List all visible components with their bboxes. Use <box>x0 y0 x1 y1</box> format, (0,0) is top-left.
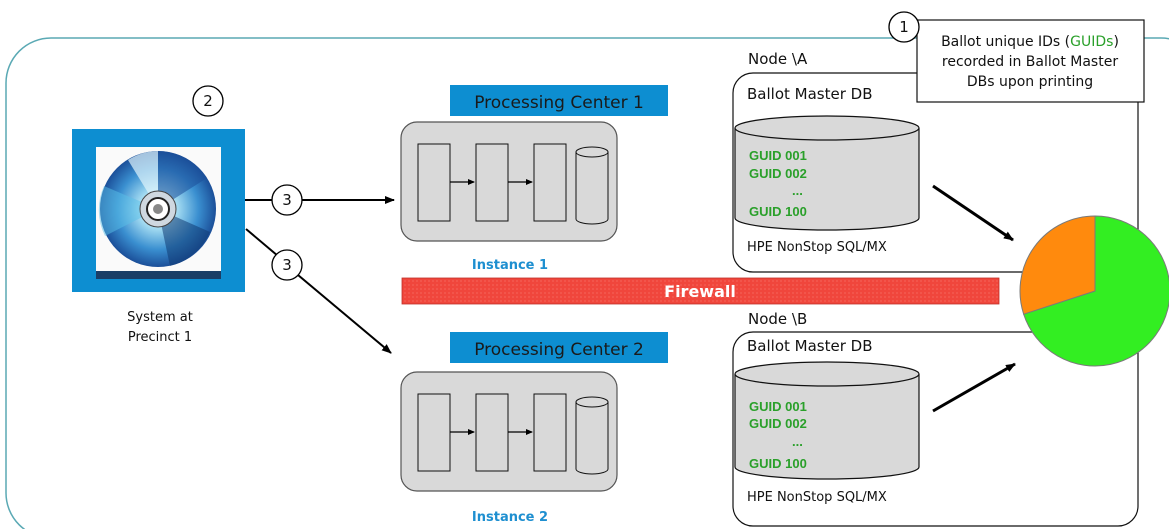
node-a-label: Node \A <box>748 50 808 68</box>
node-b-db-title: Ballot Master DB <box>747 337 872 355</box>
arrow-node-b-to-pie <box>932 362 1016 413</box>
disc-icon <box>98 151 216 267</box>
precinct-system: 2 System at Precinct 1 <box>72 85 245 345</box>
pc2-title-box <box>450 332 668 363</box>
processing-center-2: Processing Center 2 Instance 2 <box>400 332 668 525</box>
precinct-caption-line2: Precinct 1 <box>128 330 192 345</box>
callout-box <box>916 19 1145 103</box>
disc-footer-band <box>96 271 221 279</box>
node-b-guid-1: GUID 001 <box>749 399 807 414</box>
arrow-to-pc2 <box>297 274 392 354</box>
node-b-label: Node \B <box>748 310 807 328</box>
step-badge-3b <box>271 249 303 281</box>
callout-line3: DBs upon printing <box>967 74 1093 90</box>
guid-callout: 1 Ballot unique IDs (GUIDs) recorded in … <box>888 11 1145 103</box>
firewall-bar <box>401 277 1000 305</box>
step-number: 1 <box>899 18 909 36</box>
step-badge-1 <box>888 11 920 43</box>
outer-boundary <box>5 37 1169 529</box>
processing-center-1: Processing Center 1 Instance 1 <box>400 85 668 273</box>
callout-highlight: GUIDs <box>1070 34 1113 50</box>
pc1-stage-3 <box>533 143 567 222</box>
pc1-title: Processing Center 1 <box>474 93 644 113</box>
pc2-title: Processing Center 2 <box>474 340 644 360</box>
node-a-guid-2: GUID 002 <box>749 166 807 181</box>
callout-line1: Ballot unique IDs (GUIDs) <box>941 34 1119 50</box>
node-b-guid-2: GUID 002 <box>749 416 807 431</box>
step-number: 2 <box>203 92 213 110</box>
callout-line1-prefix: Ballot unique IDs ( <box>941 34 1070 50</box>
node-b-guid-ellipsis: ... <box>792 434 803 449</box>
step-badge-2 <box>192 85 224 117</box>
arrow-node-a-to-pie <box>932 184 1014 242</box>
callout-line2: recorded in Ballot Master <box>942 54 1118 70</box>
step-number: 3 <box>282 256 292 274</box>
firewall: Firewall <box>401 277 1000 305</box>
step-number: 3 <box>282 191 292 209</box>
pie-slice-2 <box>1019 215 1096 315</box>
node-b-engine: HPE NonStop SQL/MX <box>747 490 887 505</box>
arrow-to-pc2-start <box>245 228 279 257</box>
firewall-label: Firewall <box>664 282 736 301</box>
node-b: Node \B Ballot Master DB GUID 001 GUID 0… <box>732 310 1139 527</box>
step-badge-3a <box>271 184 303 216</box>
pc1-db-icon <box>575 146 609 225</box>
precinct-arrows: 3 3 <box>245 184 395 354</box>
node-a-guid-1: GUID 001 <box>749 148 807 163</box>
node-a-guid-ellipsis: ... <box>792 183 803 198</box>
pc1-title-box <box>450 85 668 116</box>
node-a-engine: HPE NonStop SQL/MX <box>747 240 887 255</box>
pie-slice-1 <box>1023 215 1169 367</box>
node-a-guid-3: GUID 100 <box>749 204 807 219</box>
pc2-stage-3 <box>533 393 567 472</box>
pc2-db-icon <box>575 396 609 475</box>
precinct-caption-line1: System at <box>127 310 193 325</box>
node-a-database-icon <box>734 115 920 231</box>
node-a-db-title: Ballot Master DB <box>747 85 872 103</box>
pc2-instance-label: Instance 2 <box>472 510 548 525</box>
node-b-database-icon <box>734 361 920 480</box>
node-b-guid-3: GUID 100 <box>749 456 807 471</box>
node-a: Node \A Ballot Master DB GUID 001 GUID 0… <box>732 50 1139 273</box>
guid-pie <box>1019 215 1169 367</box>
pc1-instance-label: Instance 1 <box>472 258 548 273</box>
callout-line1-suffix: ) <box>1113 34 1118 50</box>
